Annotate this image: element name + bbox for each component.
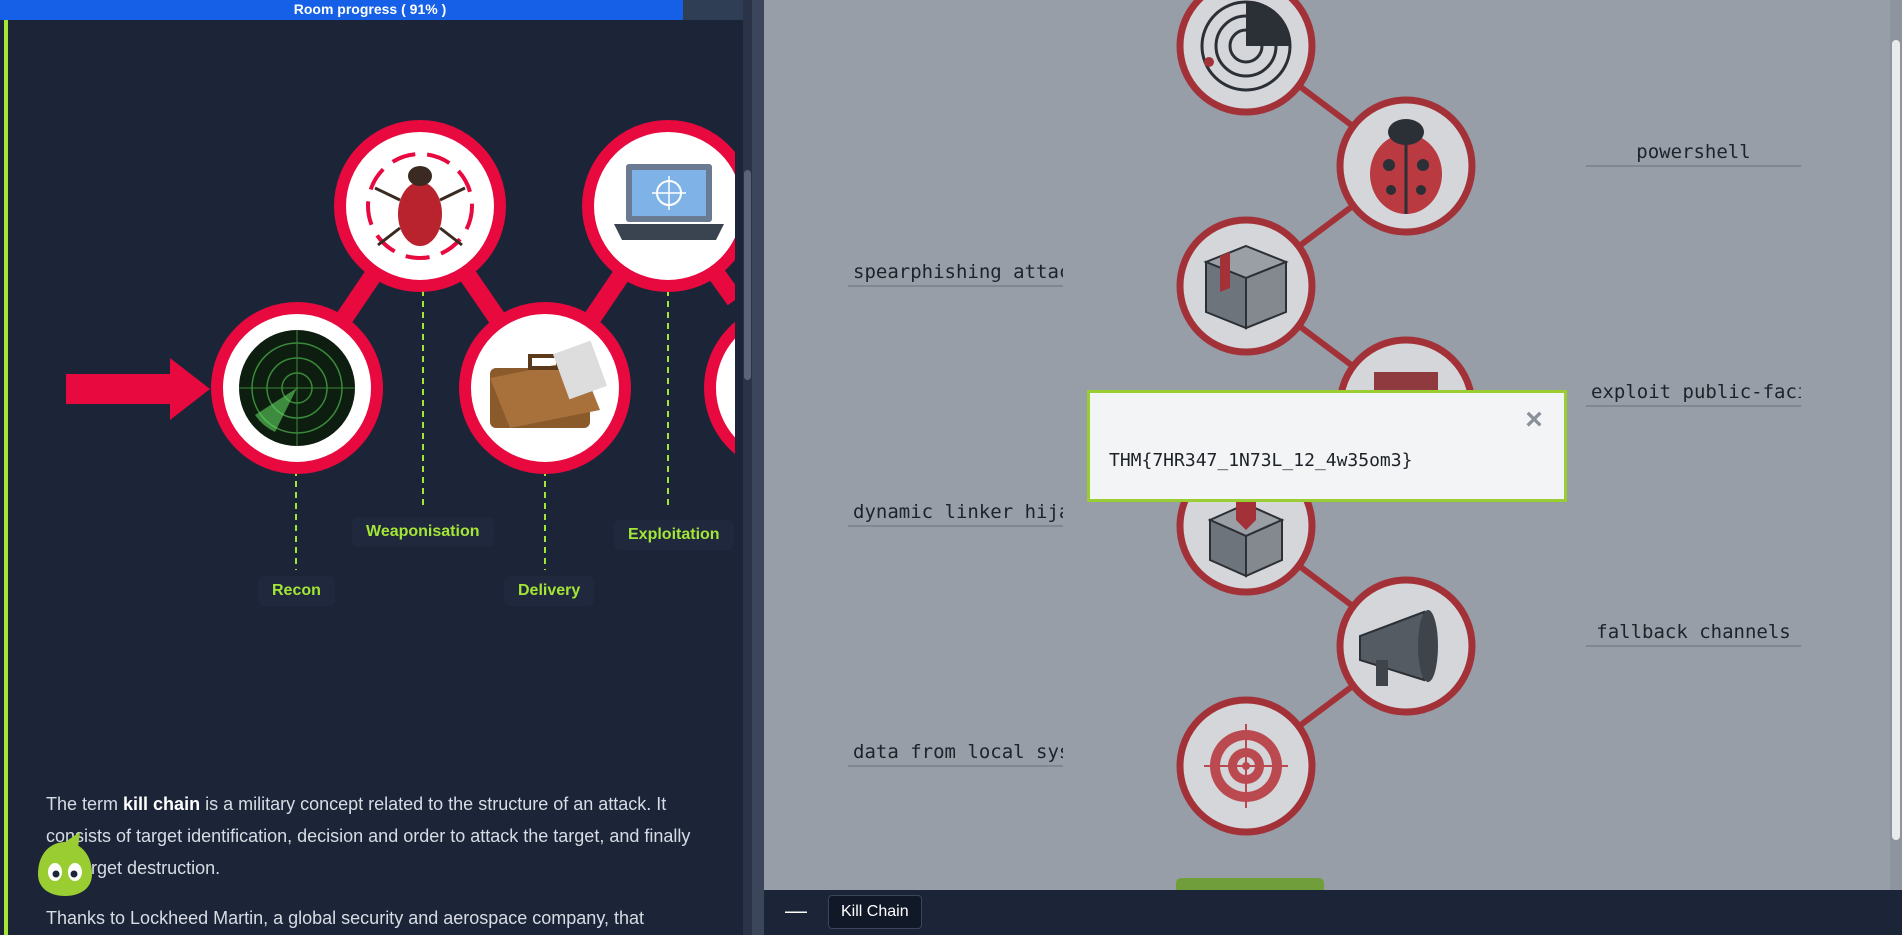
radar-icon[interactable] [1176,0,1316,116]
window-taskbar: — Kill Chain [764,890,1902,935]
laptop-target-icon [582,120,735,292]
room-content-pane: Room progress ( 91% ) [0,0,752,935]
answer-slot-right-2[interactable]: exploit public-faci [1586,377,1801,407]
room-progress-label: Room progress ( 91% ) [293,1,447,17]
arrow-icon [66,358,210,420]
room-progress-bar: Room progress ( 91% ) [0,0,750,20]
content-scrollbar-thumb[interactable] [744,170,751,380]
target-icon[interactable] [1176,696,1316,836]
room-progress-fill [0,0,683,20]
close-icon[interactable]: × [1525,403,1543,436]
stage-label-delivery: Delivery [504,576,595,606]
article-paragraph-2: Thanks to Lockheed Martin, a global secu… [46,908,645,928]
kill-chain-term: kill chain [123,794,201,814]
briefcase-icon [459,302,631,474]
game-scrollbar[interactable] [1890,0,1902,935]
stage-label-weaponisation: Weaponisation [352,517,494,547]
ladybug-icon[interactable] [1336,96,1476,236]
package-icon[interactable] [1176,216,1316,356]
stage-label-recon: Recon [258,576,335,606]
article-paragraph: The term kill chain is a military concep… [46,794,691,878]
task-rail [4,20,8,935]
stage-label-exploitation: Exploitation [614,520,734,550]
assistant-mascot-icon[interactable] [30,830,100,900]
flag-modal: × THM{7HR347_1N73L_12_4w35om3} [1087,390,1567,502]
answer-slot-left-3[interactable]: data from local sys [848,737,1063,767]
minimize-button[interactable]: — [785,898,807,923]
megaphone-icon[interactable] [1336,576,1476,716]
kill-chain-diagram [66,120,735,570]
answer-slot-left-2[interactable]: dynamic linker hija [848,497,1063,527]
answer-slot-left-1[interactable]: spearphishing attac [848,257,1063,287]
game-scrollbar-thumb[interactable] [1892,40,1900,840]
answer-slot-right-3[interactable]: fallback channels [1586,617,1801,647]
radar-icon [211,302,383,474]
tab-kill-chain[interactable]: Kill Chain [828,895,922,929]
answer-slot-right-1[interactable]: powershell [1586,137,1801,167]
split-divider[interactable] [752,0,764,935]
flag-text[interactable]: THM{7HR347_1N73L_12_4w35om3} [1109,450,1413,471]
content-scrollbar[interactable] [743,0,752,935]
bug-target-icon [334,120,506,292]
